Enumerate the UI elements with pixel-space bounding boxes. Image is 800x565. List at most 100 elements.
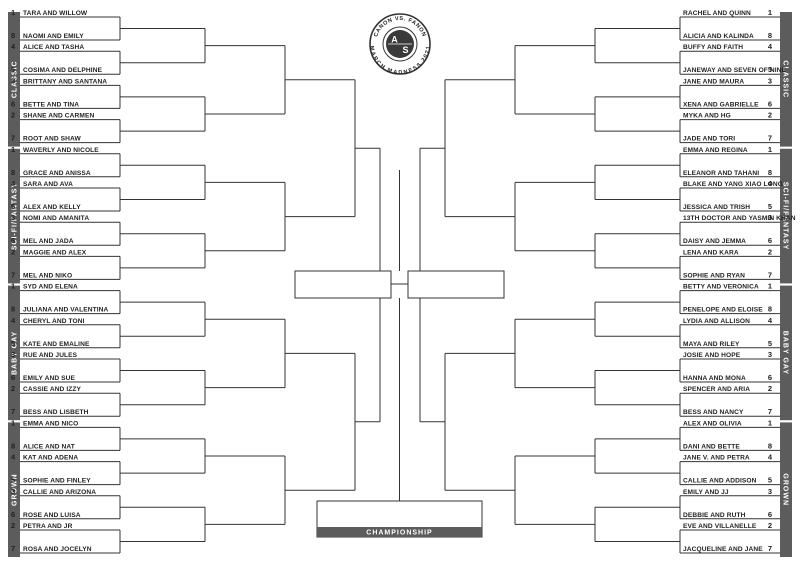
team-seed: 2 xyxy=(768,384,772,393)
team-name: BESS AND LISBETH xyxy=(23,409,89,416)
team-seed: 2 xyxy=(11,384,15,393)
team-seed: 1 xyxy=(768,282,772,291)
team-seed: 4 xyxy=(768,179,773,188)
team-seed: 5 xyxy=(11,65,15,74)
team-seed: 3 xyxy=(11,350,15,359)
team-seed: 5 xyxy=(768,339,772,348)
team-entry[interactable]: 3 RUE AND JULES xyxy=(11,350,120,360)
team-name: COSIMA AND DELPHINE xyxy=(23,67,103,74)
team-name: RACHEL AND QUINN xyxy=(683,10,751,17)
team-seed: 1 xyxy=(11,418,15,427)
team-name: SPENCER AND ARIA xyxy=(683,386,750,393)
region-label-right-1: CLASSIC xyxy=(782,60,789,98)
team-name: PENELOPE AND ELOISE xyxy=(683,307,763,314)
team-name: JOSIE AND HOPE xyxy=(683,352,741,359)
region-label-bar-right-1 xyxy=(780,12,792,147)
team-name: DAISY AND JEMMA xyxy=(683,238,746,245)
team-name: RUE AND JULES xyxy=(23,352,78,359)
team-seed: 8 xyxy=(11,168,15,177)
team-name: EMILY AND JJ xyxy=(683,489,729,496)
bracket-lines xyxy=(119,17,681,553)
final-four-left-box[interactable] xyxy=(294,270,392,299)
team-name: ALEX AND OLIVIA xyxy=(683,420,742,427)
team-name: JACQUELINE AND JANE xyxy=(683,546,763,553)
team-name: ROOT AND SHAW xyxy=(23,136,82,143)
team-entry[interactable]: 7 ROOT AND SHAW xyxy=(11,134,120,144)
team-name: JULIANA AND VALENTINA xyxy=(23,307,109,314)
team-name: SOPHIE AND FINLEY xyxy=(23,478,91,485)
team-entry[interactable]: 2 SPENCER AND ARIA xyxy=(680,384,780,394)
region-label-bar-left-4 xyxy=(8,422,20,557)
team-seed: 6 xyxy=(768,99,772,108)
team-seed: 7 xyxy=(768,134,772,143)
championship-label-bar xyxy=(317,527,482,537)
team-seed: 7 xyxy=(11,134,15,143)
region-label-bar-right-4 xyxy=(780,422,792,557)
team-name: EMILY AND SUE xyxy=(23,375,75,382)
team-name: SYD AND ELENA xyxy=(23,284,78,291)
team-entry[interactable]: 5 COSIMA AND DELPHINE xyxy=(11,65,120,75)
final-four-right-box[interactable] xyxy=(407,270,505,299)
